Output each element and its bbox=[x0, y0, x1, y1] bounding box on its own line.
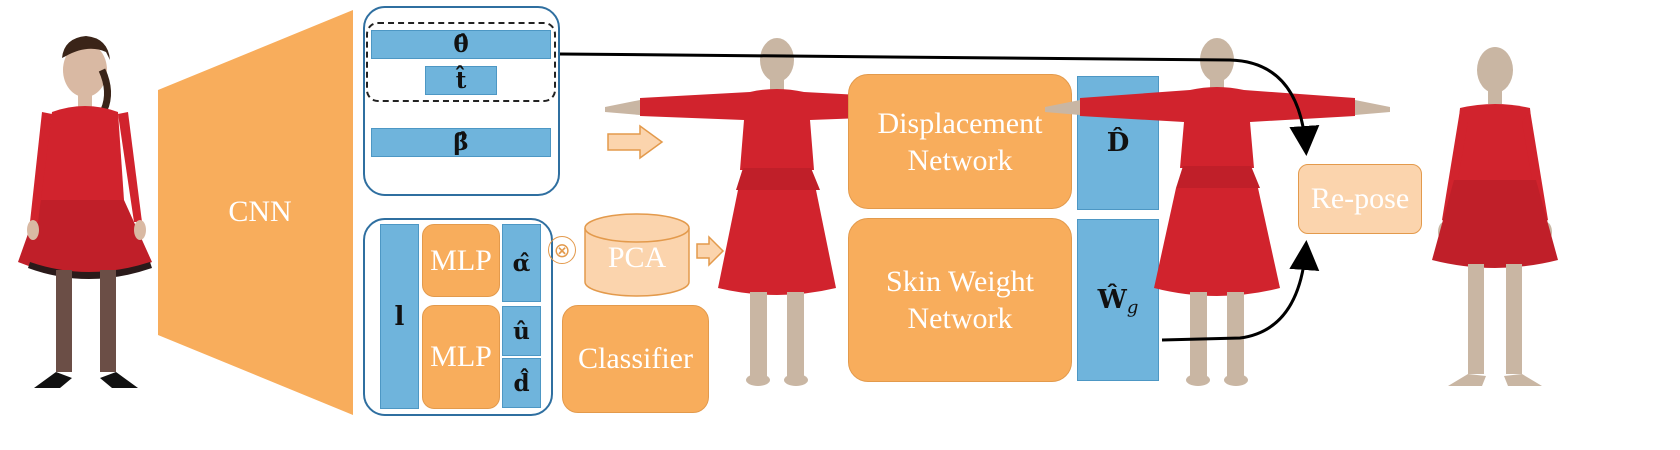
mlp-bottom: MLP bbox=[422, 305, 500, 409]
pose-to-mesh-arrow bbox=[607, 124, 664, 160]
displacement-network: Displacement Network bbox=[848, 74, 1072, 209]
alpha-symbol: α̂ bbox=[512, 249, 531, 277]
D-symbol: D̂ bbox=[1106, 128, 1130, 158]
latent-code-vector: l bbox=[380, 224, 419, 409]
mlp-top: MLP bbox=[422, 224, 500, 297]
skin-weight-network: Skin Weight Network bbox=[848, 218, 1072, 382]
mlp-top-label: MLP bbox=[430, 243, 492, 277]
pose-translation-group bbox=[366, 22, 556, 102]
multiply-operator: ⊗ bbox=[548, 236, 576, 264]
pca-database bbox=[584, 213, 690, 297]
theta-symbol: θ̂ bbox=[453, 31, 469, 58]
latent-symbol: l bbox=[394, 301, 405, 332]
weights-to-repose-arrow bbox=[1161, 240, 1320, 342]
translation-vector: t̂ bbox=[425, 66, 497, 95]
input-photo bbox=[18, 36, 152, 388]
d-vector: d̂ bbox=[502, 358, 541, 408]
tpose-mesh-displaced bbox=[1045, 38, 1390, 386]
repose-box: Re-pose bbox=[1298, 164, 1422, 234]
skin-weight-output: Ŵ g bbox=[1077, 219, 1159, 381]
input-person-figure bbox=[18, 36, 152, 388]
mlp-bottom-label: MLP bbox=[430, 340, 492, 373]
classifier-label: Classifier bbox=[578, 342, 693, 375]
t-symbol: t̂ bbox=[455, 67, 467, 94]
beta-vector: β̂ bbox=[371, 128, 551, 157]
repose-label: Re-pose bbox=[1310, 182, 1410, 215]
W-subscript: g bbox=[1126, 296, 1139, 318]
displacement-network-line1: Displacement bbox=[877, 106, 1043, 140]
pca-label: PCA bbox=[607, 241, 667, 274]
cnn-encoder bbox=[158, 10, 353, 415]
classifier-box: Classifier bbox=[562, 305, 709, 413]
beta-symbol: β̂ bbox=[453, 129, 469, 156]
reposed-output-mesh bbox=[1432, 47, 1558, 386]
displacement-network-line2: Network bbox=[907, 143, 1013, 177]
skin-weight-network-line1: Skin Weight bbox=[886, 265, 1034, 298]
theta-vector: θ̂ bbox=[371, 30, 551, 59]
tpose-mesh-input bbox=[605, 38, 950, 386]
alpha-vector: α̂ bbox=[502, 224, 541, 302]
pca-to-mesh-arrow bbox=[696, 235, 725, 267]
u-vector: û bbox=[502, 306, 541, 356]
W-symbol: Ŵ bbox=[1097, 285, 1127, 315]
theta-to-repose-arrow bbox=[559, 52, 1320, 156]
multiply-symbol: ⊗ bbox=[553, 238, 571, 262]
skin-weight-network-line2: Network bbox=[907, 302, 1013, 335]
cnn-label: CNN bbox=[228, 195, 292, 228]
u-symbol: û bbox=[513, 317, 530, 345]
d-symbol: d̂ bbox=[513, 369, 530, 397]
